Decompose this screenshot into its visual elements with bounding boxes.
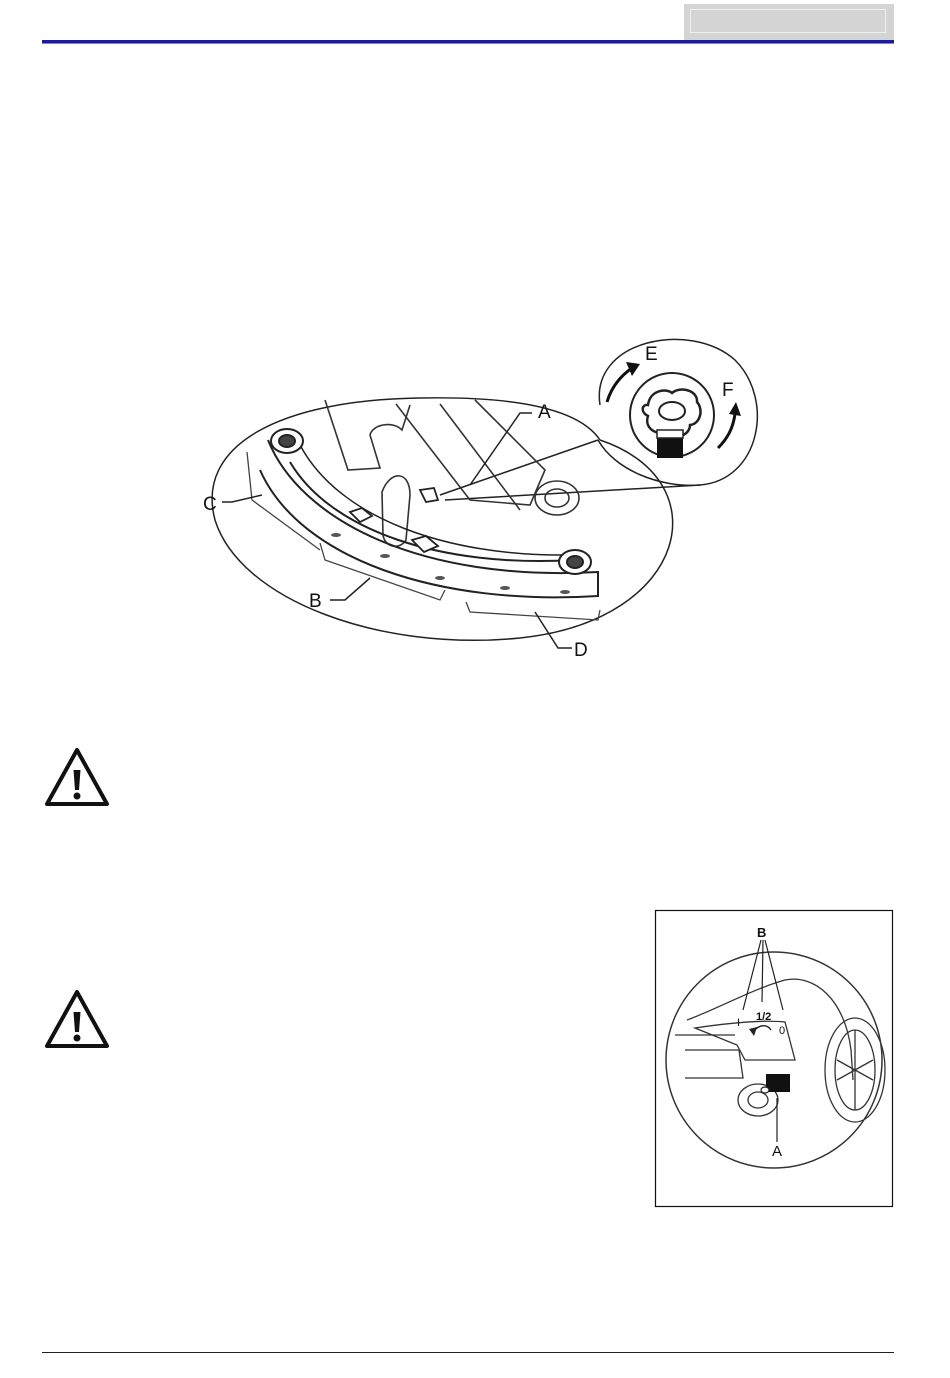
dial-mark-half: 1/2 (756, 1011, 771, 1023)
callout-c: C (203, 494, 217, 515)
warning-triangle-icon (44, 988, 110, 1050)
zone-bracket-d (466, 602, 600, 620)
squeegee-blade-outer (260, 440, 598, 597)
warning-triangle-icon (44, 746, 110, 808)
rotation-arrow-f-icon (718, 402, 741, 448)
knob-detail (630, 373, 714, 458)
height-adjust-figure: I 1/2 0 B A (655, 910, 894, 1208)
callout-a: A (538, 402, 551, 423)
squeegee-knobs (350, 488, 438, 552)
inset-callout-b: B (757, 925, 766, 940)
footer-rule (42, 1352, 894, 1353)
dial-mark-zero: 0 (779, 1025, 785, 1037)
callout-f: F (722, 380, 734, 401)
adjust-lever (766, 1074, 790, 1092)
callout-d: D (574, 640, 588, 661)
callout-b: B (309, 591, 322, 612)
squeegee-assembly-figure: A B C D E F (0, 0, 950, 700)
inset-callout-a: A (772, 1143, 782, 1160)
dial-mark-one: I (737, 1017, 740, 1029)
callout-e: E (645, 344, 658, 365)
magnifier-leader-lower (445, 485, 700, 500)
leader-c (222, 495, 262, 502)
leader-b (330, 578, 370, 600)
